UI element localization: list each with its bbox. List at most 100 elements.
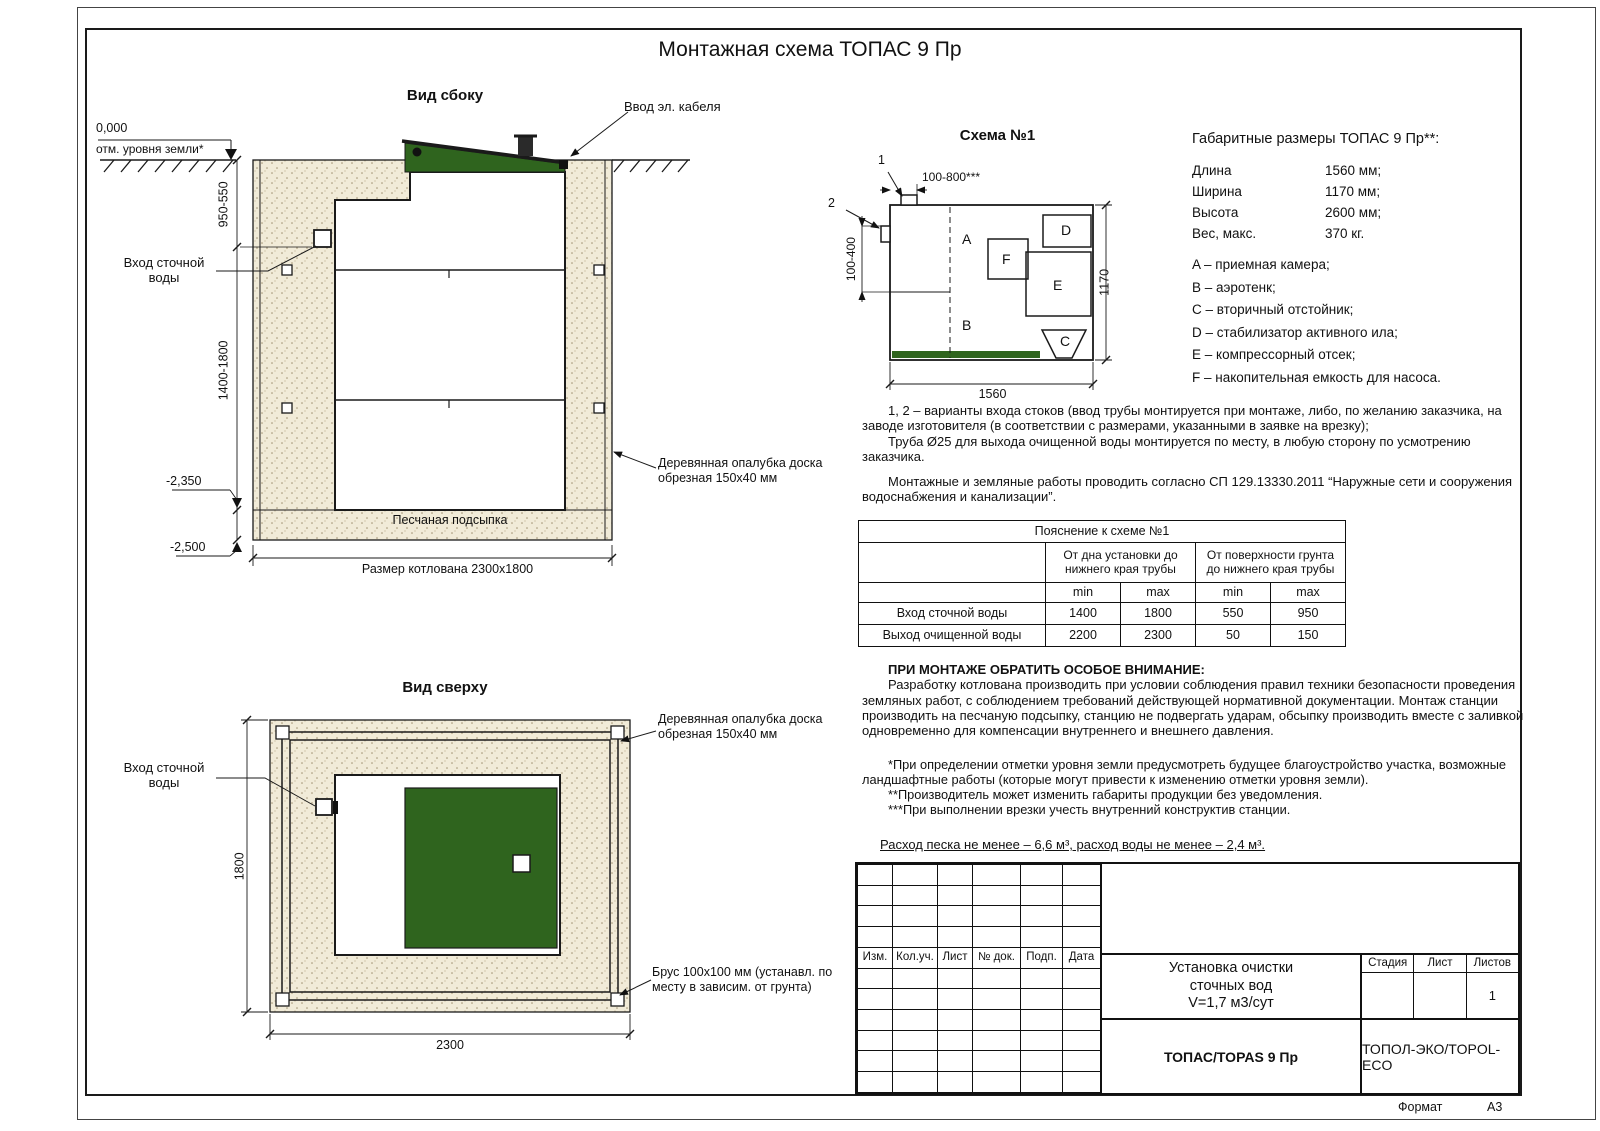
product-name: ТОПАС/TOPAS 9 Пр (1102, 1020, 1362, 1093)
pipe-value: 150 (1270, 624, 1346, 647)
lid-hatch-dot (412, 147, 422, 157)
tank-plan-lid (404, 787, 558, 949)
compartment-label-C: C (1060, 333, 1071, 349)
side-view-drawing (98, 111, 690, 566)
format-value: А3 (1487, 1100, 1503, 1114)
overall-dims-title: Габаритные размеры ТОПАС 9 Пр**: (1192, 131, 1440, 147)
compartment-label-D: D (1061, 222, 1072, 238)
stage-table: Стадия Лист Листов 1 (1362, 954, 1518, 1019)
pipe-table-title: Пояснение к схеме №1 (858, 520, 1346, 543)
inlet-label-top: Вход сточной воды (123, 760, 205, 791)
sheets-value: 1 (1488, 987, 1496, 1003)
side-dimension-lines (172, 155, 617, 566)
pipe-table-group1: От дна установки до нижнего края трубы (1045, 542, 1196, 583)
inlet-leader (216, 245, 317, 272)
dim-depth-top: 950-550 (216, 181, 231, 228)
inlet-label-side: Вход сточной воды (123, 255, 205, 286)
sheet-value (1414, 972, 1467, 1019)
pipe-table-min: min (1045, 582, 1121, 603)
pipe-table-corner (858, 542, 1046, 583)
compartment-label-E: E (1053, 277, 1063, 293)
compartment-C-funnel (1040, 329, 1088, 359)
dim-2300: 2300 (436, 1038, 464, 1052)
legend-item: C – вторичный отстойник; (1192, 302, 1354, 317)
cable-entry-point (559, 160, 568, 169)
corner-beam (610, 992, 625, 1007)
note-para-3: Монтажные и земляные работы проводить со… (862, 474, 1513, 505)
ground-level-mark: 0,000 (96, 121, 128, 135)
schema-bottom-strip (892, 351, 1040, 358)
schema-body (889, 204, 1094, 361)
legend-item: B – аэротенк; (1192, 279, 1276, 295)
notes-regulations: Монтажные и земляные работы проводить со… (862, 474, 1534, 505)
schema-title: Схема №1 (959, 127, 1036, 144)
schema-marker-1: 1 (878, 153, 885, 167)
ground-level-note: отм. уровня земли* (96, 142, 204, 156)
sand-bed-label: Песчаная подсыпка (392, 513, 508, 527)
pipe-value: 1400 (1045, 602, 1121, 625)
legend-item: A – приемная камера; (1192, 257, 1330, 272)
pipe-table-max: max (1270, 582, 1346, 603)
legend-item: F – накопительная емкость для насоса. (1192, 369, 1441, 385)
attention-body: Разработку котлована производить при усл… (862, 677, 1524, 739)
inlet-pipe-square (313, 229, 332, 248)
side-view-title: Вид сбоку (406, 87, 484, 104)
dim-1800: 1800 (232, 852, 247, 881)
footnote-3: ***При выполнении врезки учесть внутренн… (888, 802, 1291, 818)
tank-outline (334, 171, 566, 511)
pit-size-label: Размер котлована 2300х1800 (361, 562, 534, 576)
rev-col-podp: Подп. (1020, 946, 1063, 969)
beam-leader (619, 979, 652, 996)
legend-item: E – компрессорный отсек; (1192, 347, 1356, 362)
pipe-value: 50 (1195, 624, 1271, 647)
corner-beam (610, 725, 625, 740)
title-block: Изм. Кол.уч. Лист № док. Подп. Дата У (855, 862, 1520, 1095)
schema-marker-2: 2 (828, 196, 835, 210)
ground-line (98, 139, 690, 173)
doc-title-line3: V=1,7 м3/сут (1188, 995, 1274, 1012)
stage-label: Стадия (1362, 954, 1415, 972)
compartment-label-F: F (1002, 251, 1011, 267)
rev-col-izm: Изм. (857, 946, 893, 969)
formwork-leader (613, 451, 657, 469)
inlet-wall-notch (333, 801, 338, 814)
compartment-F-box (987, 238, 1029, 280)
revision-header-row: Изм. Кол.уч. Лист № док. Подп. Дата (857, 946, 1101, 969)
compartment-E-box (1025, 251, 1092, 317)
top-view-drawing (216, 715, 657, 1040)
cable-leader (570, 111, 629, 157)
schema-inlet-top-stub (900, 194, 918, 206)
footnote-1: *При определении отметки уровня земли пр… (862, 757, 1507, 788)
rev-col-doc: № док. (972, 946, 1021, 969)
dim-1170: 1170 (1097, 268, 1112, 296)
cable-label: Ввод эл. кабеля (624, 99, 721, 114)
table-row: Вход сточной воды 1400 1800 550 950 (858, 602, 1346, 625)
rev-col-list: Лист (937, 946, 973, 969)
corner-beam (275, 725, 290, 740)
formwork-leader-plan (620, 730, 657, 743)
format-label: Формат (1398, 1100, 1443, 1114)
marker1-leader (887, 171, 903, 197)
dim-100-800: 100-800*** (922, 170, 981, 184)
pipe-value: 550 (1195, 602, 1271, 625)
plan-dimension-lines (241, 715, 635, 1040)
attention-block: ПРИ МОНТАЖЕ ОБРАТИТЬ ОСОБОЕ ВНИМАНИЕ: Ра… (862, 662, 1534, 739)
vent-icon (518, 136, 533, 156)
pipe-explanation-table: Пояснение к схеме №1 От дна установки до… (858, 520, 1346, 647)
legend-item: D – стабилизатор активного ила; (1192, 324, 1398, 340)
pipe-row-label: Вход сточной воды (858, 602, 1046, 625)
doc-title-line2: сточных вод (1189, 977, 1273, 994)
pipe-row-label: Выход очищенной воды (858, 624, 1046, 647)
document-title: Установка очистки сточных вод V=1,7 м3/с… (1102, 954, 1362, 1019)
dim-depth-mid: 1400-1800 (216, 340, 231, 401)
title-block-empty-area (1102, 864, 1518, 955)
dim-row-weight: Вес, макс.370 кг. (1192, 226, 1365, 241)
rev-col-koluch: Кол.уч. (892, 946, 938, 969)
lid-hatch-square (512, 854, 531, 873)
doc-title-line1: Установка очистки (1168, 960, 1294, 977)
formwork-label-side: Деревянная опалубка доска обрезная 150х4… (658, 456, 823, 485)
